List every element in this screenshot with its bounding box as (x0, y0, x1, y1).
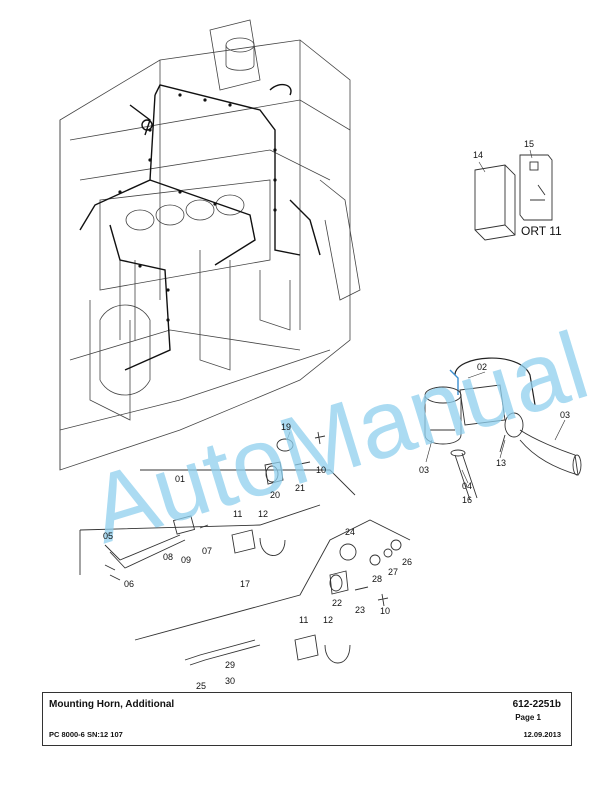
leader-lines (286, 149, 566, 484)
callout-24: 24 (345, 527, 355, 537)
callout-09: 09 (181, 555, 191, 565)
callout-05: 05 (103, 531, 113, 541)
callout-07: 07 (202, 546, 212, 556)
callout-14: 14 (473, 150, 483, 160)
connector-set-lower (134, 519, 411, 641)
title-block: Mounting Horn, Additional 612-2251b Page… (42, 692, 572, 746)
document-number: 612-2251b (512, 699, 561, 710)
callout-28: 28 (372, 574, 382, 584)
callout-19: 19 (281, 422, 291, 432)
callout-labels: 14 15 ORT 11 02 03 03 13 04 16 19 10 01 … (103, 139, 570, 690)
callout-10-upper: 10 (316, 465, 326, 475)
drawing-date: 12.09.2013 (523, 730, 561, 739)
callout-10-lower: 10 (380, 606, 390, 616)
callout-12-upper: 12 (258, 509, 268, 519)
callout-17: 17 (240, 579, 250, 589)
callout-27: 27 (388, 567, 398, 577)
callout-06: 06 (124, 579, 134, 589)
callout-08: 08 (163, 552, 173, 562)
cable-assembly-upper (79, 504, 321, 581)
machine-model: PC 8000-6 SN:12 107 (49, 730, 123, 739)
callout-03-left: 03 (419, 465, 429, 475)
callout-11-upper: 11 (233, 509, 242, 519)
callout-20: 20 (270, 490, 280, 500)
callout-22: 22 (332, 598, 342, 608)
page-number: Page 1 (515, 713, 541, 722)
callout-21: 21 (295, 483, 305, 493)
callout-29: 29 (225, 660, 235, 670)
callout-04: 04 (462, 481, 472, 491)
horn-assembly (424, 357, 582, 501)
circuit-breaker (519, 154, 553, 221)
callout-13: 13 (496, 458, 506, 468)
wiring-harness (79, 83, 321, 371)
callout-12-lower: 12 (323, 615, 333, 625)
callout-25: 25 (196, 681, 206, 690)
watermark: AutoManual (78, 312, 599, 564)
callout-11-lower: 11 (299, 615, 308, 625)
callout-01: 01 (175, 474, 185, 484)
connector-set-upper (140, 431, 356, 496)
cable-assembly-lower (184, 634, 351, 666)
callout-30: 30 (225, 676, 235, 686)
callout-23: 23 (355, 605, 365, 615)
callout-16: 16 (462, 495, 472, 505)
callout-26: 26 (402, 557, 412, 567)
callout-ort: ORT 11 (521, 224, 562, 238)
relay-module (474, 164, 516, 241)
callout-02: 02 (477, 362, 487, 372)
machine-frame (59, 19, 361, 471)
callout-03-right: 03 (560, 410, 570, 420)
callout-15: 15 (524, 139, 534, 149)
parts-diagram: AutoManual 14 15 ORT 11 02 03 03 13 04 1… (59, 19, 600, 690)
drawing-title: Mounting Horn, Additional (49, 699, 175, 710)
harness-clips (118, 93, 277, 322)
